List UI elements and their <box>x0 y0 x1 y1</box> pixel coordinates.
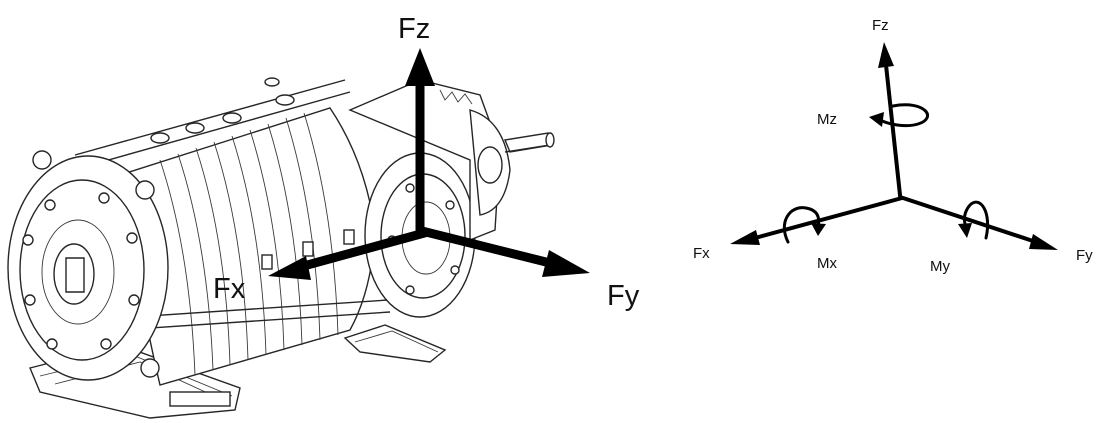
mx-moment-arrow <box>782 206 826 244</box>
right-fy-arrowhead <box>1029 234 1058 250</box>
pump-illustration <box>7 77 555 419</box>
fz-arrowhead <box>405 48 435 86</box>
my-moment-arrow <box>958 200 989 240</box>
fx-label: Fx <box>213 273 246 305</box>
my-label: My <box>930 258 950 275</box>
right-fz-label: Fz <box>872 17 889 34</box>
right-fy-axis-line <box>898 195 1038 244</box>
fy-arrowhead <box>542 250 590 277</box>
right-fy-label: Fy <box>1076 247 1093 264</box>
fz-label: Fz <box>398 13 430 45</box>
fy-label: Fy <box>607 280 640 312</box>
mz-label: Mz <box>817 111 837 128</box>
right-fx-axis-line <box>753 196 904 240</box>
bearing-housing <box>348 79 555 242</box>
right-fx-arrowhead <box>730 230 760 245</box>
fy-axis-line <box>416 225 552 268</box>
pump-body <box>74 77 391 386</box>
mx-label: Mx <box>817 255 837 272</box>
fx-axis-line <box>298 227 430 272</box>
fx-arrowhead <box>268 256 311 280</box>
right-fx-label: Fx <box>693 245 710 262</box>
right-fz-axis-line <box>884 63 902 197</box>
left-axis-system: Fz Fx Fy <box>213 13 640 312</box>
right-axis-system: Fz Mz Fx Mx My Fy <box>693 17 1093 275</box>
suction-flange <box>7 150 169 381</box>
right-fz-arrowhead <box>878 42 894 68</box>
mz-moment-arrow <box>869 103 929 128</box>
